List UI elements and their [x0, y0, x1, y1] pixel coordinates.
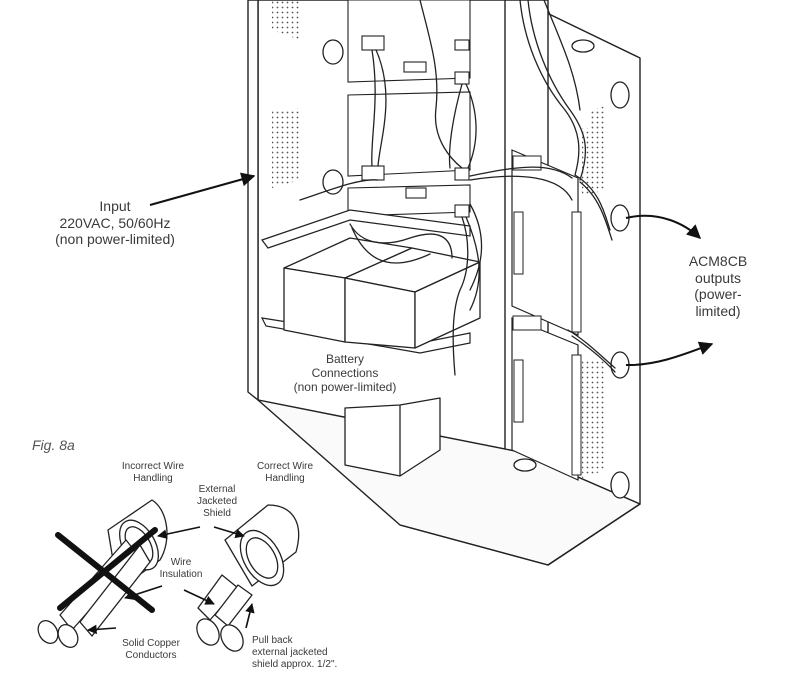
incorrect-line-1: Incorrect Wire	[121, 461, 185, 472]
external-jacketed-shield-label: External Jacketed Shield	[186, 484, 248, 520]
pullback-line-2: external jacketed	[252, 647, 328, 658]
copper-line-1: Solid Copper	[122, 638, 180, 649]
battery-label-line-2: Connections	[311, 366, 379, 381]
fig8a-title: Fig. 8a	[32, 437, 75, 453]
input-label-line-3: (non power-limited)	[55, 231, 175, 248]
knockouts	[322, 39, 630, 499]
pull-back-shield-label: Pull back external jacketed shield appro…	[252, 635, 344, 671]
battery-label-line-3: (non power-limited)	[293, 380, 397, 395]
incorrect-wire-handling-label: Incorrect Wire Handling	[112, 461, 194, 485]
insulation-line-2: Insulation	[159, 569, 203, 580]
input-label-line-2: 220VAC, 50/60Hz	[59, 214, 171, 231]
input-label: Input 220VAC, 50/60Hz (non power-limited…	[40, 198, 190, 248]
acm8cb-output-arrow-upper	[625, 214, 702, 239]
correct-line-1: Correct Wire	[256, 461, 314, 472]
insulation-line-1: Wire	[170, 557, 192, 568]
connectors	[361, 35, 470, 218]
batteries	[283, 237, 481, 477]
pullback-line-3: shield approx. 1/2".	[252, 659, 338, 670]
fig8a-pointers	[87, 526, 255, 635]
correct-line-2: Handling	[265, 473, 305, 484]
battery-connections-label: Battery Connections (non power-limited)	[284, 352, 406, 395]
vent-grilles	[272, 0, 606, 478]
wiring	[299, 0, 616, 376]
acm8cb-label-line-4: limited)	[695, 302, 741, 319]
acm8cb-label-line-3: (power-	[694, 286, 742, 303]
input-label-line-1: Input	[99, 198, 131, 214]
shield-line-2: Jacketed	[196, 496, 238, 507]
pullback-line-1: Pull back	[252, 635, 293, 646]
solid-copper-conductors-label: Solid Copper Conductors	[110, 638, 192, 662]
callout-arrows	[149, 172, 714, 367]
acm8cb-label-line-1: ACM8CB	[688, 253, 748, 269]
acm8cb-label-line-2: outputs	[695, 269, 741, 286]
incorrect-line-2: Handling	[133, 473, 173, 484]
incorrect-cross-mark	[55, 527, 158, 613]
copper-line-2: Conductors	[125, 650, 177, 661]
power-supply-boards	[347, 0, 471, 217]
shield-line-1: External	[198, 484, 236, 495]
acm8cb-boards	[511, 149, 579, 481]
shield-line-3: Shield	[203, 508, 231, 519]
acm8cb-output-arrow-lower	[625, 341, 714, 367]
battery-label-line-1: Battery	[325, 352, 364, 366]
acm8cb-outputs-label: ACM8CB outputs (power- limited)	[672, 253, 764, 319]
input-arrow	[149, 172, 256, 206]
correct-wire-handling-label: Correct Wire Handling	[244, 461, 326, 485]
wire-insulation-label: Wire Insulation	[150, 557, 212, 581]
